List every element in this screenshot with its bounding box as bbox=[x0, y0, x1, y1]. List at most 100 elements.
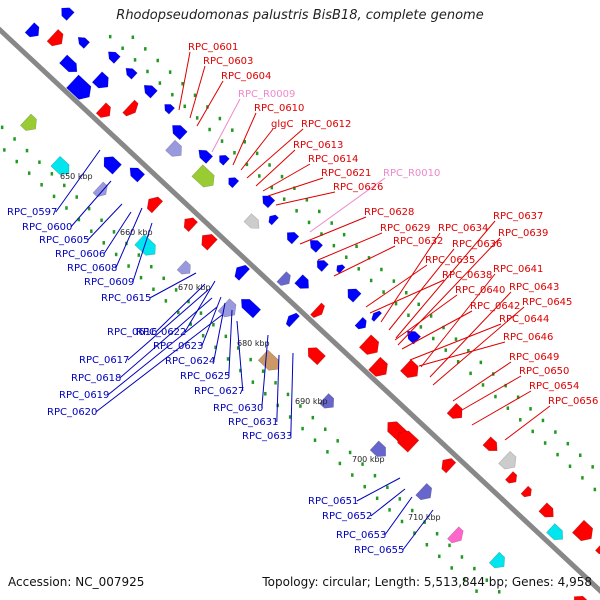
accession-text: Accession: NC_007925 bbox=[8, 575, 145, 589]
tick-dot bbox=[286, 392, 290, 397]
tick-dot bbox=[239, 368, 242, 373]
forward-gene-label: RPC_0645 bbox=[522, 297, 572, 308]
reverse-gene bbox=[371, 310, 383, 322]
leader-line bbox=[394, 294, 458, 341]
tick-dot bbox=[270, 185, 273, 190]
tick-dot bbox=[274, 381, 277, 385]
reverse-gene bbox=[219, 154, 230, 166]
map-title: Rhodopseudomonas palustris BisB18, compl… bbox=[116, 8, 484, 23]
tick-dot bbox=[38, 160, 41, 164]
tick-dot bbox=[100, 218, 103, 223]
leader-line bbox=[132, 222, 153, 283]
tick-dot bbox=[554, 430, 557, 434]
tick-dot bbox=[251, 380, 255, 384]
tick-dot bbox=[369, 278, 373, 283]
leader-line bbox=[333, 245, 396, 277]
tick-dot bbox=[137, 253, 141, 257]
scale-label: 660 kbp bbox=[120, 228, 153, 237]
reverse-gene-label: RPC_0619 bbox=[59, 390, 109, 401]
reverse-gene bbox=[285, 312, 300, 328]
leader-line bbox=[432, 306, 525, 386]
tick-dot bbox=[40, 183, 43, 187]
tick-dot bbox=[386, 485, 389, 490]
reverse-gene bbox=[309, 240, 324, 253]
forward-gene-label: RPC_0604 bbox=[221, 71, 271, 82]
tick-dot bbox=[65, 206, 68, 210]
tick-dot bbox=[568, 464, 572, 468]
tick-dot bbox=[293, 186, 296, 190]
leader-line bbox=[155, 283, 206, 333]
reverse-gene-label: RPC_0625 bbox=[180, 371, 230, 382]
leader-line bbox=[178, 51, 191, 111]
leader-line bbox=[240, 128, 274, 171]
leader-line bbox=[95, 314, 223, 413]
forward-gene-label: RPC_0646 bbox=[503, 332, 553, 343]
reverse-gene-label: RPC_0652 bbox=[322, 511, 372, 522]
tick-dot bbox=[529, 407, 532, 411]
leader-line bbox=[309, 177, 386, 233]
forward-gene-label: RPC_0641 bbox=[493, 264, 543, 275]
forward-gene-label: RPC_0626 bbox=[333, 182, 383, 193]
forward-gene bbox=[294, 274, 309, 289]
reverse-gene bbox=[201, 233, 218, 251]
tick-dot bbox=[593, 487, 597, 492]
tick-dot bbox=[342, 232, 346, 237]
leader-line bbox=[149, 272, 197, 299]
tick-dot bbox=[15, 159, 19, 164]
tick-dot bbox=[108, 34, 112, 39]
reverse-gene bbox=[307, 347, 326, 366]
tick-dot bbox=[231, 128, 234, 132]
leader-line bbox=[267, 177, 324, 197]
forward-gene-label: RPC_0654 bbox=[529, 381, 579, 392]
tick-dot bbox=[351, 473, 354, 477]
leader-line bbox=[211, 98, 241, 153]
forward-gene bbox=[217, 298, 237, 318]
tick-dot bbox=[156, 58, 159, 63]
tick-dot bbox=[425, 542, 429, 547]
forward-gene bbox=[59, 54, 78, 73]
forward-gene bbox=[504, 471, 518, 484]
tick-dot bbox=[295, 209, 298, 213]
tick-dot bbox=[224, 334, 228, 339]
reverse-gene bbox=[441, 458, 457, 474]
tick-dot bbox=[152, 287, 155, 292]
tick-dot bbox=[543, 441, 547, 445]
tick-dot bbox=[150, 264, 153, 269]
tick-dot bbox=[410, 508, 414, 513]
tick-dot bbox=[177, 310, 180, 315]
reverse-gene-label: RPC_0616 bbox=[107, 327, 157, 338]
tick-dot bbox=[133, 58, 137, 62]
tick-dot bbox=[345, 255, 348, 259]
tick-dot bbox=[485, 578, 489, 582]
tick-dot bbox=[313, 438, 317, 442]
tick-dot bbox=[127, 264, 130, 268]
reverse-gene bbox=[125, 67, 138, 80]
tick-dot bbox=[264, 392, 267, 396]
tick-dot bbox=[394, 301, 398, 306]
reverse-gene bbox=[347, 288, 362, 303]
forward-gene-label: RPC_0628 bbox=[364, 207, 414, 218]
tick-dot bbox=[442, 325, 445, 330]
forward-gene bbox=[368, 356, 388, 377]
reverse-gene-label: RPC_0618 bbox=[71, 373, 121, 384]
forward-gene-label: RPC_0640 bbox=[455, 285, 505, 296]
forward-gene bbox=[66, 74, 92, 100]
reverse-gene-label: RPC_0623 bbox=[153, 341, 203, 352]
forward-gene-label: RPC_0639 bbox=[498, 228, 548, 239]
tick-dot bbox=[199, 311, 203, 315]
tick-dot bbox=[355, 244, 358, 249]
scale-label: 700 kbp bbox=[352, 455, 385, 464]
tick-dot bbox=[268, 163, 271, 167]
tick-dot bbox=[162, 276, 165, 281]
tick-dot bbox=[102, 241, 105, 245]
reverse-gene-label: RPC_0633 bbox=[242, 431, 292, 442]
tick-dot bbox=[187, 299, 190, 304]
tick-dot bbox=[392, 279, 396, 283]
leader-line bbox=[55, 149, 101, 213]
tick-dot bbox=[77, 217, 81, 222]
forward-gene bbox=[354, 316, 367, 330]
reverse-gene-label: RPC_0631 bbox=[228, 417, 278, 428]
tick-dot bbox=[214, 345, 217, 350]
